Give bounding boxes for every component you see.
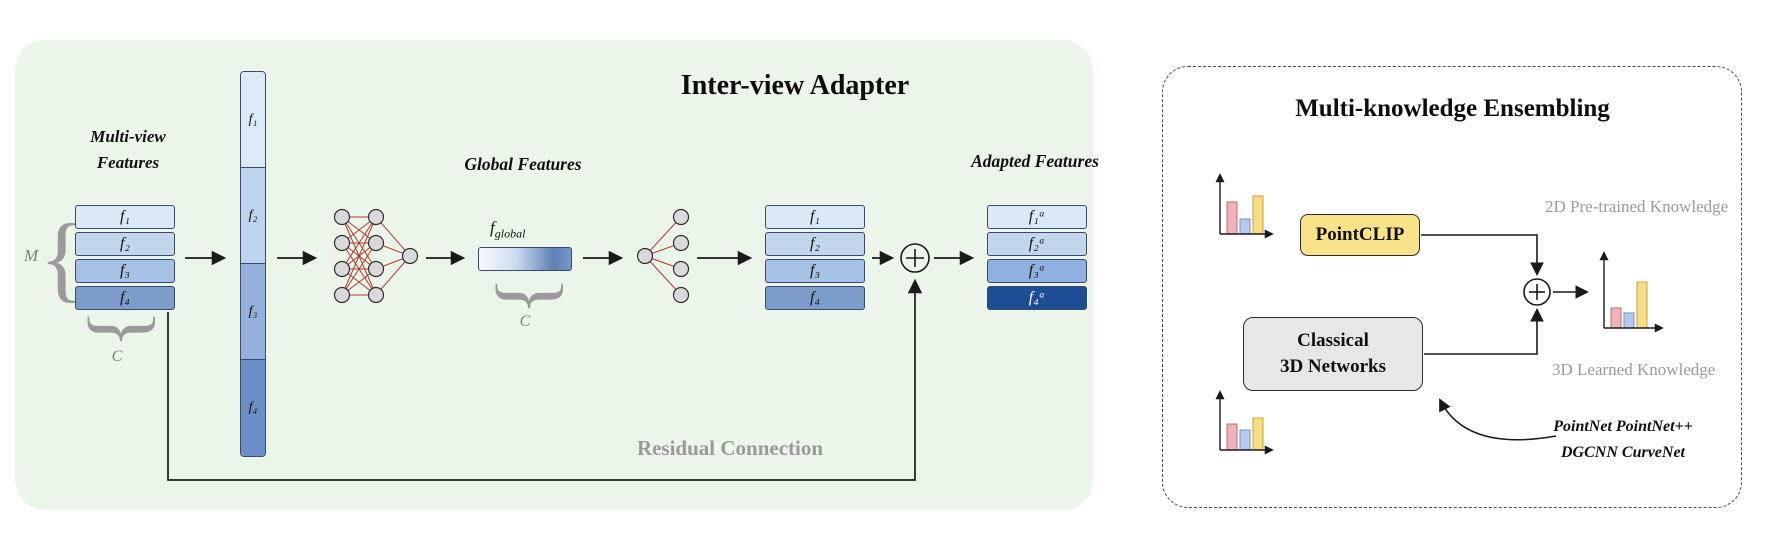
column-seg-f3: f₃ [241, 264, 265, 360]
decoded-box-f2: f₂ [765, 232, 865, 256]
column-seg-f1: f₁ [241, 72, 265, 168]
concatenated-feature-column: f₁ f₂ f₃ f₄ [240, 71, 266, 457]
decoded-box-f3: f₃ [765, 259, 865, 283]
column-seg-f4: f₄ [241, 360, 265, 456]
multiview-features-label: Multi-view Features [48, 124, 208, 175]
backbone-list-line1: PointNet PointNet++ [1553, 418, 1693, 435]
adapted-feature-stack: f₁ᵃ f₂ᵃ f₃ᵃ f₄ᵃ [987, 205, 1087, 310]
feature-box-f3: f₃ [75, 259, 175, 283]
adapted-box-f4: f₄ᵃ [987, 286, 1087, 310]
residual-connection-label: Residual Connection [636, 436, 824, 460]
f-global-label: fglobal [490, 218, 525, 241]
feature-box-f1: f₁ [75, 205, 175, 229]
feature-box-f2: f₂ [75, 232, 175, 256]
multi-knowledge-title: Multi-knowledge Ensembling [1295, 95, 1610, 122]
multiview-feature-stack: f₁ f₂ f₃ f₄ [75, 205, 175, 310]
classical-box-line2: 3D Networks [1279, 356, 1387, 377]
classical-3d-networks-box: Classical 3D Networks [1243, 317, 1423, 391]
decoded-box-f1: f₁ [765, 205, 865, 229]
column-seg-f2: f₂ [241, 168, 265, 264]
decoded-box-f4: f₄ [765, 286, 865, 310]
adapted-box-f3: f₃ᵃ [987, 259, 1087, 283]
c-brace-input: { [71, 309, 162, 349]
c-dimension-label-input: C [111, 348, 123, 365]
c-dimension-label-global: C [519, 313, 531, 330]
multiview-features-label-line2: Features [96, 152, 160, 172]
classical-box-line1: Classical [1297, 330, 1369, 352]
c-brace-global: { [479, 276, 570, 316]
adapted-box-f2: f₂ᵃ [987, 232, 1087, 256]
decoded-feature-stack: f₁ f₂ f₃ f₄ [765, 205, 865, 310]
backbone-list: PointNet PointNet++ DGCNN CurveNet [1518, 414, 1728, 465]
adapted-features-heading: Adapted Features [971, 151, 1099, 171]
inter-view-adapter-panel [15, 40, 1093, 510]
adapted-box-f1: f₁ᵃ [987, 205, 1087, 229]
pointclip-box: PointCLIP [1300, 214, 1420, 256]
feature-box-f4: f₄ [75, 286, 175, 310]
global-features-heading: Global Features [464, 154, 582, 174]
backbone-list-line2: DGCNN CurveNet [1561, 443, 1685, 461]
m-brace: { [38, 203, 86, 311]
f-global-base: f [490, 218, 495, 237]
knowledge-2d-label: 2D Pre-trained Knowledge [1545, 197, 1729, 216]
inter-view-adapter-title: Inter-view Adapter [680, 70, 910, 101]
f-global-sub: global [494, 226, 526, 241]
knowledge-3d-label: 3D Learned Knowledge [1552, 360, 1716, 379]
m-dimension-label: M [24, 246, 39, 265]
multiview-features-label-line1: Multi-view [90, 127, 166, 146]
global-feature-bar [478, 247, 572, 271]
